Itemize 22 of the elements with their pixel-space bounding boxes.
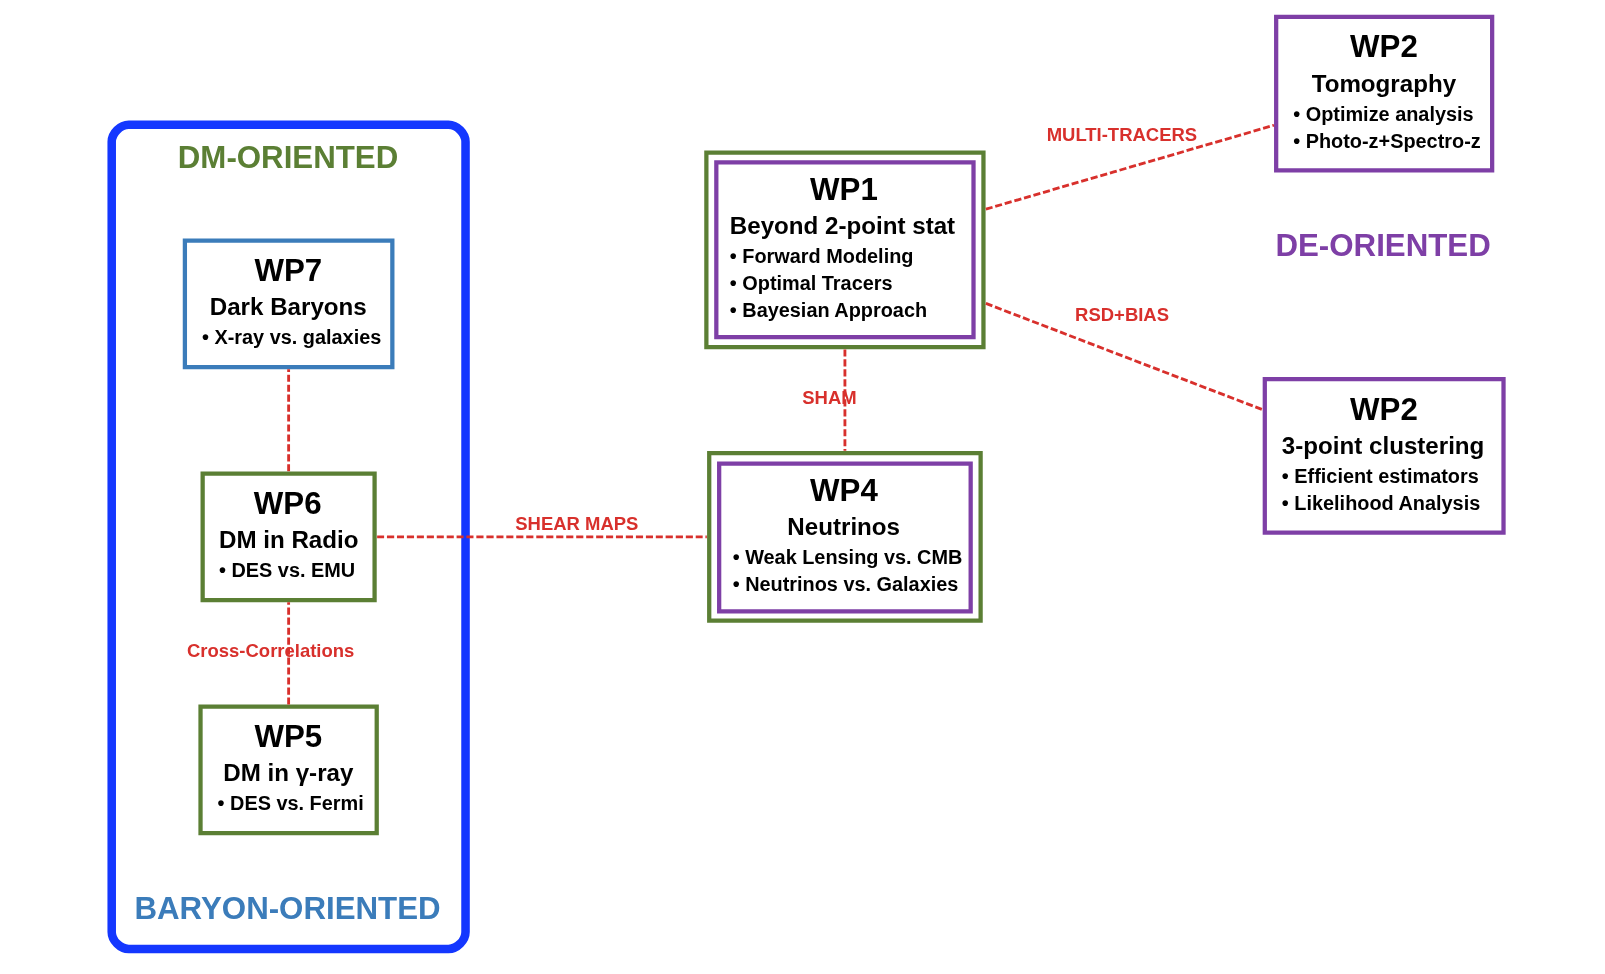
edge-label: MULTI-TRACERS: [1046, 123, 1197, 145]
node-box: WP4 Neutrinos • Weak Lensing vs. CMB • Neutrinos vs. Galaxies: [706, 450, 983, 623]
node-box: WP7 Dark Baryons • X-ray vs. galaxies: [182, 238, 394, 369]
connector: [984, 123, 1274, 211]
node-box: WP2 3-point clustering • Efficient estimators • Likelihood Analysis: [1262, 376, 1506, 535]
edge-label: SHAM: [801, 386, 857, 408]
label: DE-ORIENTED: [1274, 227, 1491, 263]
connector: [376, 534, 707, 538]
edge-label: RSD+BIAS: [1074, 303, 1169, 325]
label: DM-ORIENTED: [177, 139, 398, 175]
node-box: WP2 Tomography • Optimize analysis • Photo-z+Spectro-z: [1273, 14, 1494, 172]
connector: [843, 349, 846, 451]
node-box: WP1 Beyond 2-point stat • Forward Modeling • Optimal Tracers • Bayesian Approach: [703, 149, 986, 349]
node-box: WP6 DM in Radio • DES vs. EMU: [200, 471, 377, 602]
edge-label: Cross-Correlations: [186, 639, 354, 661]
connector: [286, 368, 290, 471]
node-box: WP5 DM in γ-ray • DES vs. Fermi: [197, 704, 379, 835]
label: BARYON-ORIENTED: [133, 890, 441, 926]
connector: [286, 601, 290, 704]
connector: [984, 301, 1263, 411]
cluster: [106, 120, 470, 953]
edge-label: SHEAR MAPS: [514, 512, 638, 534]
